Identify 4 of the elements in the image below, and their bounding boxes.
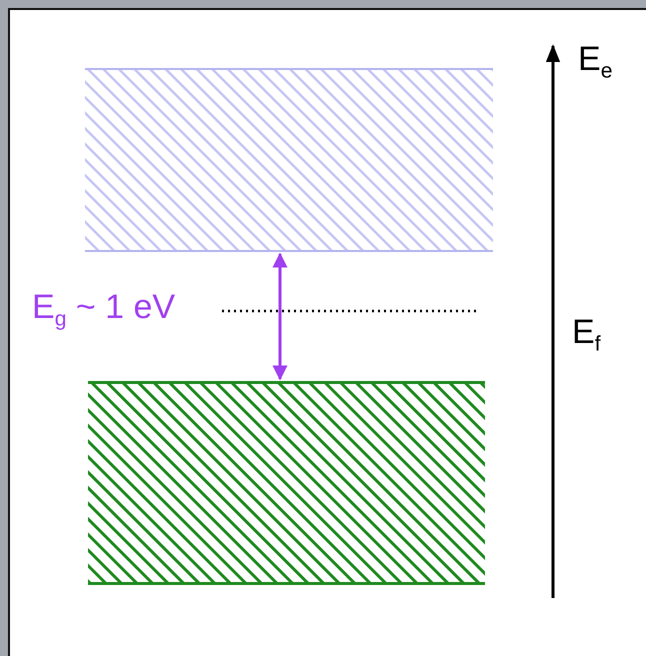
axis-label: E$_{f}$ <box>572 315 601 354</box>
double-arrow <box>272 252 288 380</box>
axis-label: E$_{e}$ <box>578 42 612 82</box>
valence-band <box>88 381 485 585</box>
